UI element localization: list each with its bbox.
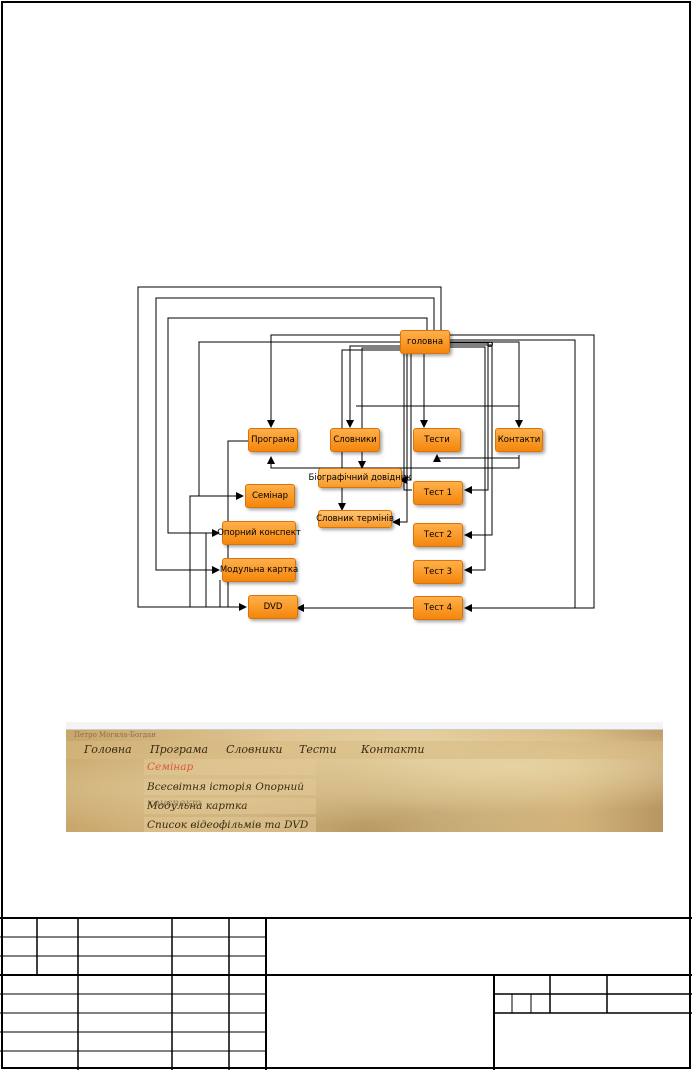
node-module-card: Модульна картка — [220, 558, 298, 582]
nav-tests[interactable]: Тести — [299, 743, 337, 756]
node-program: Програма — [248, 428, 298, 452]
submenu-module-card[interactable]: Модульна картка — [144, 798, 316, 814]
submenu-seminar[interactable]: Семінар — [144, 759, 316, 775]
node-dictionaries: Словники — [330, 428, 380, 452]
node-bio-reference: Біографічний довідник — [309, 468, 411, 488]
site-brand: Петро Могила-Богдан — [74, 731, 156, 739]
node-seminar: Семінар — [245, 484, 295, 508]
node-outline: Опорний конспект — [217, 521, 301, 545]
node-test-3: Тест 3 — [413, 560, 463, 584]
nav-home[interactable]: Головна — [84, 743, 132, 756]
node-test-4: Тест 4 — [413, 596, 463, 620]
node-glossary: Словник термінів — [316, 510, 394, 528]
submenu-video-list[interactable]: Список відеофільмів та DVD — [144, 817, 316, 832]
node-tests: Тести — [413, 428, 461, 452]
nav-dictionaries[interactable]: Словники — [226, 743, 283, 756]
nav-program[interactable]: Програма — [150, 743, 209, 756]
node-dvd: DVD — [248, 595, 298, 619]
node-contacts: Контакти — [495, 428, 543, 452]
node-test-1: Тест 1 — [413, 481, 463, 505]
browser-strip — [66, 722, 663, 730]
node-home: головна — [400, 330, 450, 354]
site-menu-screenshot: Петро Могила-Богдан Головна Програма Сло… — [66, 722, 663, 832]
site-nav-bar — [66, 741, 663, 759]
node-test-2: Тест 2 — [413, 523, 463, 547]
nav-contacts[interactable]: Контакти — [361, 743, 425, 756]
